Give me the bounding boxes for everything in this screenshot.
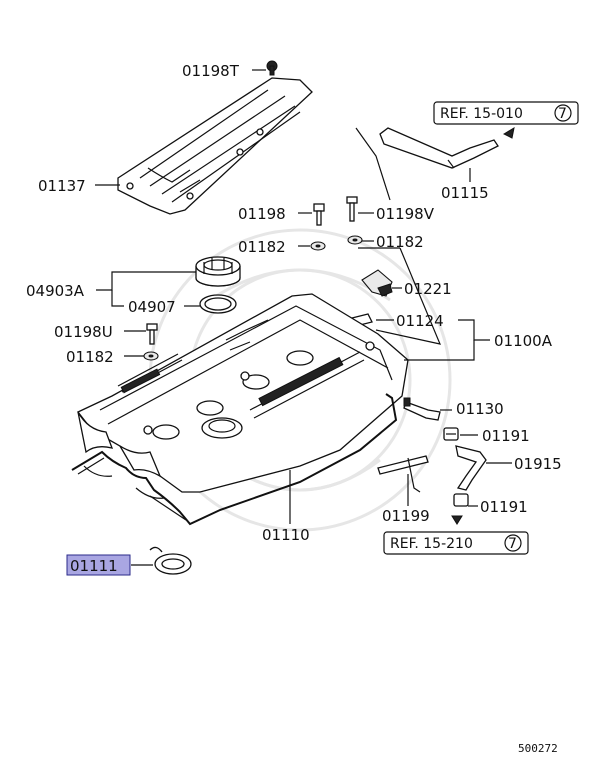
- ref-bottom-circle: [504, 534, 522, 552]
- ref-bottom-num: 7: [508, 536, 517, 552]
- ref-top-circle: [554, 104, 572, 122]
- pcv-hose-01915[interactable]: [455, 445, 487, 491]
- bolt-01198U[interactable]: [146, 323, 158, 345]
- label-01115: 01115: [441, 184, 489, 202]
- washer-01182-b[interactable]: [347, 235, 363, 245]
- label-01191-a: 01191: [482, 427, 530, 445]
- label-01199: 01199: [382, 507, 430, 525]
- bolt-01198V[interactable]: [346, 196, 358, 222]
- label-01198T: 01198T: [182, 62, 240, 80]
- label-01182-b: 01182: [376, 233, 424, 251]
- label-01130: 01130: [456, 400, 504, 418]
- pcv-valve-01130[interactable]: [403, 397, 441, 421]
- bolt-01198T[interactable]: [266, 60, 278, 76]
- breather-hose-01115[interactable]: [379, 126, 515, 169]
- bolt-01198[interactable]: [313, 203, 325, 226]
- ref-top-text: REF. 15-010: [440, 106, 523, 122]
- label-01110: 01110: [262, 526, 310, 544]
- washer-01182-a[interactable]: [310, 241, 326, 251]
- leader-lines: [95, 69, 512, 566]
- label-01182-a: 01182: [238, 238, 286, 256]
- hose-clamp-01191-b[interactable]: [451, 493, 469, 525]
- label-04907: 04907: [128, 298, 176, 316]
- diagram-code: 500272: [518, 742, 558, 755]
- pcv-cover-01221[interactable]: [361, 269, 393, 297]
- cap-gasket-04907[interactable]: [199, 294, 237, 314]
- label-01182-c: 01182: [66, 348, 114, 366]
- label-04903A: 04903A: [26, 282, 85, 300]
- cable-band-01199[interactable]: [377, 455, 429, 493]
- label-01198V: 01198V: [376, 205, 435, 223]
- label-01124: 01124: [396, 312, 444, 330]
- ref-box-bottom[interactable]: REF. 15-210 7: [383, 531, 529, 555]
- washer-01182-c[interactable]: [143, 351, 159, 361]
- label-01915: 01915: [514, 455, 562, 473]
- rocker-cover-body[interactable]: [76, 293, 409, 493]
- label-01111[interactable]: 01111: [70, 557, 118, 575]
- rocker-cover-gasket[interactable]: [71, 393, 398, 526]
- label-01100A: 01100A: [494, 332, 553, 350]
- label-01198: 01198: [238, 205, 286, 223]
- label-01198U: 01198U: [54, 323, 113, 341]
- label-01137: 01137: [38, 177, 86, 195]
- highlight-box-01111: [66, 554, 131, 576]
- ref-box-top[interactable]: REF. 15-010 7: [433, 101, 579, 125]
- engine-cover-plate[interactable]: [117, 77, 313, 215]
- oil-filler-cap[interactable]: [195, 256, 241, 287]
- plug-seal-ring-01111[interactable]: [149, 546, 192, 575]
- ref-top-num: 7: [558, 106, 567, 122]
- label-01221: 01221: [404, 280, 452, 298]
- hose-clamp-01191-a[interactable]: [443, 427, 459, 441]
- ref-bottom-text: REF. 15-210: [390, 536, 473, 552]
- label-01191-b: 01191: [480, 498, 528, 516]
